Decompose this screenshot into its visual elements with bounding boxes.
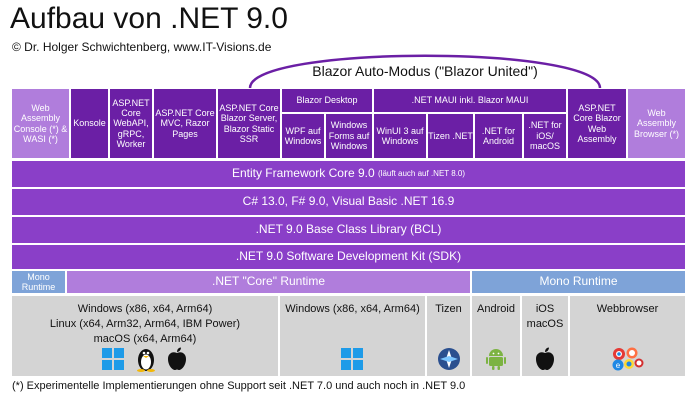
tizen-icon bbox=[438, 348, 460, 370]
browsers-icon: e bbox=[612, 347, 644, 371]
winforms-box: Windows Forms auf Windows bbox=[326, 114, 372, 158]
browser-platform-box: Webbrowser e bbox=[570, 296, 685, 376]
copyright-text: © Dr. Holger Schwichtenberg, www.IT-Visi… bbox=[12, 40, 272, 54]
winui-box: WinUI 3 auf Windows bbox=[374, 114, 426, 158]
core-runtime: .NET "Core" Runtime bbox=[67, 271, 470, 293]
wasm-browser-box: Web Assembly Browser (*) bbox=[628, 89, 685, 158]
blazor-server-box: ASP.NET Core Blazor Server, Blazor Stati… bbox=[218, 89, 280, 158]
ios-platform-box: iOS macOS bbox=[522, 296, 568, 376]
mono-runtime: Mono Runtime bbox=[472, 271, 685, 293]
apple-icon bbox=[536, 347, 554, 370]
sdk-layer: .NET 9.0 Software Development Kit (SDK) bbox=[12, 245, 685, 269]
apple-icon bbox=[168, 347, 186, 370]
blazor-wasm-box: ASP.NET Core Blazor Web Assembly bbox=[568, 89, 626, 158]
blazor-auto-label: Blazor Auto-Modus ("Blazor United") bbox=[312, 63, 538, 79]
linux-icon bbox=[137, 349, 155, 372]
languages-layer: C# 13.0, F# 9.0, Visual Basic .NET 16.9 bbox=[12, 189, 685, 215]
browser-platform-text: Webbrowser bbox=[596, 303, 659, 315]
net-ios-box: .NET for iOS/ macOS bbox=[524, 114, 566, 158]
desktop-platforms-box: Windows (x86, x64, Arm64) Linux (x64, Ar… bbox=[12, 296, 278, 376]
aspnet-webapi-box: ASP.NET Core WebAPI, gRPC, Worker bbox=[110, 89, 152, 158]
maui-header: .NET MAUI inkl. Blazor MAUI bbox=[374, 89, 566, 112]
tizen-platform-text: Tizen bbox=[435, 303, 462, 315]
mono-runtime-small: Mono Runtime bbox=[12, 271, 65, 293]
aspnet-mvc-box: ASP.NET Core MVC, Razor Pages bbox=[154, 89, 216, 158]
wasm-console-box: Web Assembly Console (*) & WASI (*) bbox=[12, 89, 69, 158]
ef-core-note: (läuft auch auf .NET 8.0) bbox=[378, 169, 466, 179]
windows-platform-text: Windows (x86, x64, Arm64) bbox=[285, 303, 420, 315]
wpf-box: WPF auf Windows bbox=[282, 114, 324, 158]
ef-core-label: Entity Framework Core 9.0 bbox=[231, 166, 375, 181]
bcl-layer: .NET 9.0 Base Class Library (BCL) bbox=[12, 217, 685, 243]
ios-platform-text: iOS macOS bbox=[526, 303, 564, 330]
blazor-desktop-header: Blazor Desktop bbox=[282, 89, 372, 112]
android-platform-text: Android bbox=[477, 303, 515, 315]
android-platform-box: Android bbox=[472, 296, 520, 376]
ef-core-layer: Entity Framework Core 9.0 (läuft auch au… bbox=[12, 161, 685, 187]
net-android-box: .NET for Android bbox=[475, 114, 522, 158]
page-title: Aufbau von .NET 9.0 bbox=[10, 2, 288, 35]
windows-icon bbox=[102, 348, 124, 370]
tizen-platform-box: Tizen bbox=[427, 296, 470, 376]
console-box: Konsole bbox=[71, 89, 108, 158]
windows-icon bbox=[341, 348, 363, 370]
android-icon bbox=[486, 349, 506, 370]
footnote: (*) Experimentelle Implementierungen ohn… bbox=[12, 380, 466, 392]
desktop-platforms-text: Windows (x86, x64, Arm64) Linux (x64, Ar… bbox=[49, 303, 241, 345]
windows-platform-box: Windows (x86, x64, Arm64) bbox=[280, 296, 425, 376]
svg-text:e: e bbox=[616, 361, 621, 370]
tizen-net-box: Tizen .NET bbox=[428, 114, 473, 158]
